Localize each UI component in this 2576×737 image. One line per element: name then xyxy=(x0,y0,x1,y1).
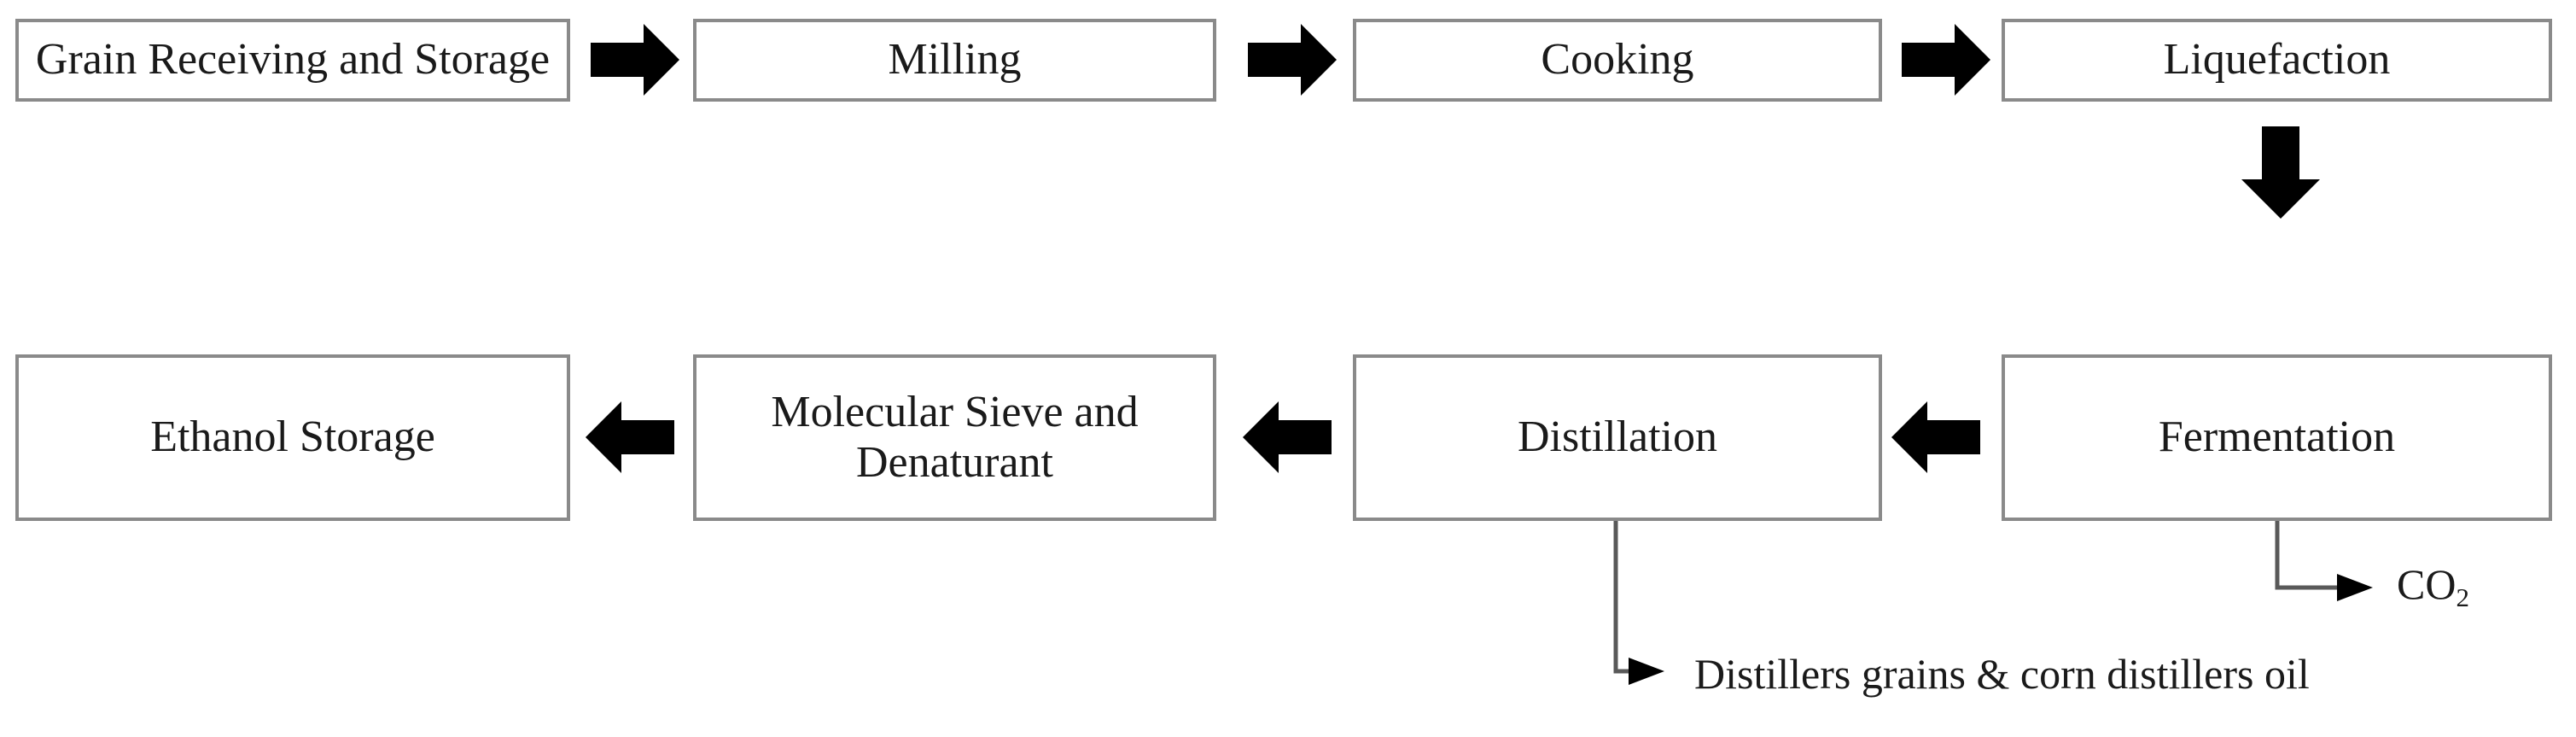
node-grain-receiving-and-storage[interactable]: Grain Receiving and Storage xyxy=(15,19,570,102)
node-cooking[interactable]: Cooking xyxy=(1353,19,1882,102)
node-label: Milling xyxy=(888,35,1022,85)
node-molecular-sieve-and-denaturant[interactable]: Molecular Sieve and Denaturant xyxy=(693,354,1216,521)
node-fermentation[interactable]: Fermentation xyxy=(2002,354,2552,521)
arrow-liquefaction-to-fermentation-icon xyxy=(2241,126,2320,219)
byproduct-text: Distillers grains & corn distillers oil xyxy=(1694,650,2310,698)
node-milling[interactable]: Milling xyxy=(693,19,1216,102)
arrow-molecular-sieve-to-ethanol-storage-icon xyxy=(586,401,674,473)
connector-distillation-to-distillers-grains xyxy=(1613,521,1664,685)
arrow-fermentation-to-distillation-icon xyxy=(1891,401,1980,473)
arrow-distillation-to-molecular-sieve-icon xyxy=(1243,401,1332,473)
byproduct-text: CO xyxy=(2397,560,2457,608)
arrow-milling-to-cooking-icon xyxy=(1248,24,1337,96)
node-ethanol-storage[interactable]: Ethanol Storage xyxy=(15,354,570,521)
connector-fermentation-to-co2 xyxy=(2275,521,2373,601)
node-label: Distillation xyxy=(1518,412,1717,462)
byproduct-label-co2: CO2 xyxy=(2397,559,2469,612)
node-label: Liquefaction xyxy=(2163,35,2391,85)
node-label: Cooking xyxy=(1541,35,1694,85)
node-label: Ethanol Storage xyxy=(150,412,435,462)
byproduct-label-distillers-grains-and-corn-distillers-oil: Distillers grains & corn distillers oil xyxy=(1694,649,2310,699)
node-distillation[interactable]: Distillation xyxy=(1353,354,1882,521)
byproduct-subscript: 2 xyxy=(2456,582,2469,612)
arrow-cooking-to-liquefaction-icon xyxy=(1902,24,1990,96)
node-label: Fermentation xyxy=(2158,412,2396,462)
node-label: Grain Receiving and Storage xyxy=(35,35,551,85)
arrow-grain-to-milling-icon xyxy=(591,24,679,96)
node-liquefaction[interactable]: Liquefaction xyxy=(2002,19,2552,102)
node-label: Molecular Sieve and Denaturant xyxy=(771,388,1139,487)
